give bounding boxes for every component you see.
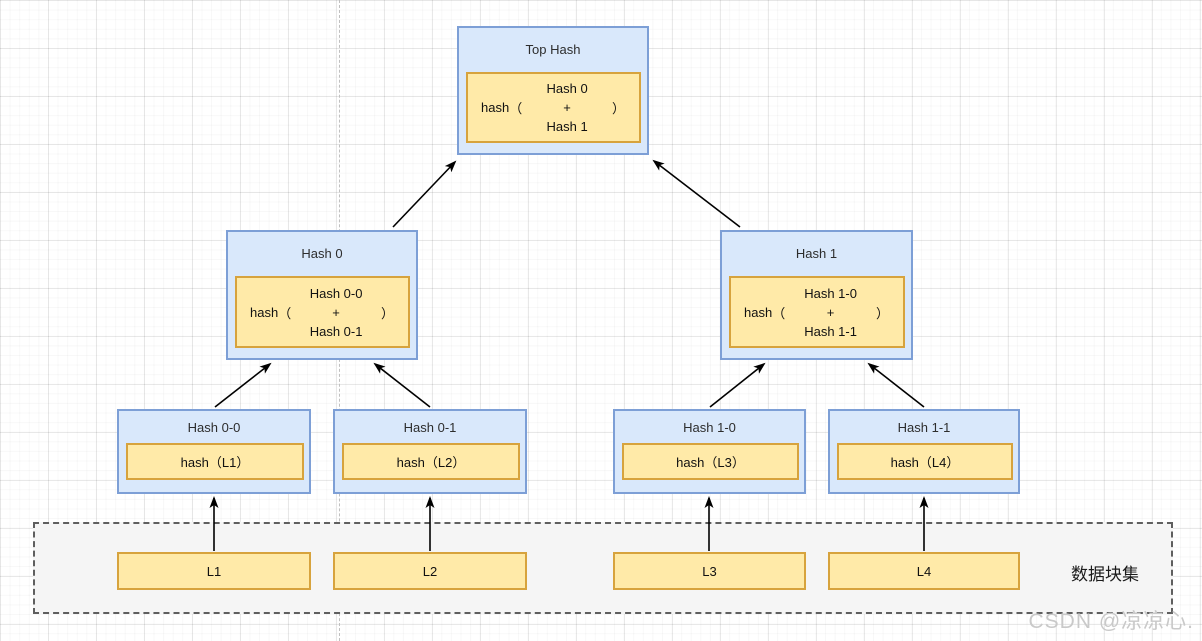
edge-hash11-hash1 xyxy=(867,362,925,408)
operator: + xyxy=(826,304,835,320)
hash-formula-box: hash（L4） xyxy=(837,443,1013,480)
edge-hash0-tophash xyxy=(392,160,457,228)
paren-open: （ xyxy=(772,305,786,321)
node-title: Hash 1-1 xyxy=(897,419,951,435)
hash-formula-box: hash （ Hash 0 + Hash 1 ） xyxy=(466,72,641,143)
paren-close: ） xyxy=(380,305,394,321)
edge-hash00-hash0 xyxy=(214,362,272,408)
operands: Hash 0 + Hash 1 xyxy=(522,79,612,136)
node-top-hash: Top Hash hash （ Hash 0 + Hash 1 ） xyxy=(457,26,649,155)
hash-fn: hash xyxy=(481,100,510,115)
paren-close: ） xyxy=(875,305,889,321)
operator: + xyxy=(563,100,571,115)
operands: Hash 0-0 + Hash 0-1 xyxy=(291,284,381,341)
data-block-l2: L2 xyxy=(333,552,527,590)
node-hash-0: Hash 0 hash （ Hash 0-0 + Hash 0-1 ） xyxy=(226,230,418,360)
node-title: Hash 0-1 xyxy=(403,419,457,435)
node-hash-0-1: Hash 0-1 hash（L2） xyxy=(333,409,527,494)
operand-bottom: Hash 1-1 xyxy=(804,323,857,339)
operand-top: Hash 0 xyxy=(546,81,588,96)
hash-formula-box: hash（L2） xyxy=(342,443,520,480)
edge-hash10-hash1 xyxy=(709,362,766,408)
node-title: Top Hash xyxy=(525,42,581,57)
data-block-l4: L4 xyxy=(828,552,1020,590)
paren-close: ） xyxy=(611,101,625,116)
paren-open: （ xyxy=(509,101,523,116)
operand-top: Hash 0-0 xyxy=(309,285,363,301)
csdn-watermark: CSDN @凉凉心. xyxy=(1028,610,1194,633)
node-title: Hash 0-0 xyxy=(187,419,241,435)
operand-bottom: Hash 0-1 xyxy=(309,323,363,339)
node-hash-0-0: Hash 0-0 hash（L1） xyxy=(117,409,311,494)
node-hash-1-1: Hash 1-1 hash（L4） xyxy=(828,409,1020,494)
hash-formula-box: hash（L3） xyxy=(622,443,799,480)
edge-hash1-tophash xyxy=(652,159,741,228)
hash-formula-box: hash（L1） xyxy=(126,443,304,480)
hash-formula-box: hash （ Hash 1-0 + Hash 1-1 ） xyxy=(729,276,905,348)
edge-hash01-hash0 xyxy=(373,362,431,408)
operator: + xyxy=(332,304,340,320)
paren-open: （ xyxy=(278,305,292,321)
node-hash-1: Hash 1 hash （ Hash 1-0 + Hash 1-1 ） xyxy=(720,230,913,360)
node-hash-1-0: Hash 1-0 hash（L3） xyxy=(613,409,806,494)
node-title: Hash 1-0 xyxy=(683,419,736,435)
hash-fn: hash xyxy=(744,304,773,320)
operand-bottom: Hash 1 xyxy=(546,119,588,134)
data-block-set-label: 数据块集 xyxy=(1071,565,1139,584)
data-block-l3: L3 xyxy=(613,552,806,590)
hash-fn: hash xyxy=(250,304,279,320)
data-block-l1: L1 xyxy=(117,552,311,590)
operand-top: Hash 1-0 xyxy=(804,285,857,301)
node-title: Hash 0 xyxy=(301,246,343,261)
node-title: Hash 1 xyxy=(795,246,838,261)
hash-formula-box: hash （ Hash 0-0 + Hash 0-1 ） xyxy=(235,276,410,348)
operands: Hash 1-0 + Hash 1-1 xyxy=(785,284,876,341)
